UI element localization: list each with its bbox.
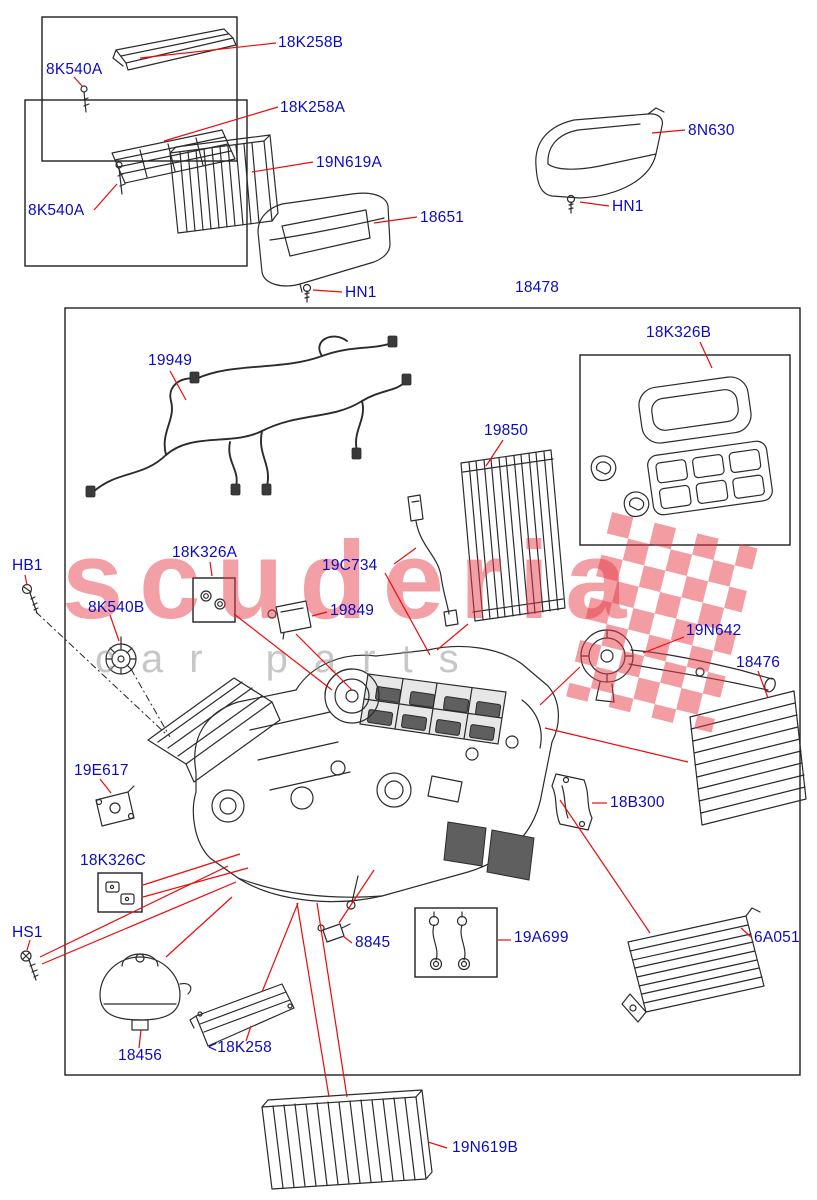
box-18K326C <box>97 872 143 913</box>
label-19E617[interactable]: 19E617 <box>74 762 129 779</box>
watermark-tagline: car parts <box>95 637 485 681</box>
part-housing-18651 <box>257 192 391 293</box>
label-18K326B[interactable]: 18K326B <box>646 324 711 341</box>
label-18651[interactable]: 18651 <box>420 209 464 226</box>
checkered-flag <box>566 512 758 733</box>
part-pin-8K540A-top <box>80 85 90 113</box>
label-18K326C[interactable]: 18K326C <box>80 852 146 869</box>
box-18K326A <box>192 577 236 623</box>
label-18K258-ref[interactable]: <18K258 <box>208 1039 272 1056</box>
label-19N619A[interactable]: 19N619A <box>316 154 382 171</box>
label-8N630[interactable]: 8N630 <box>688 122 735 139</box>
label-19849[interactable]: 19849 <box>330 602 374 619</box>
label-8K540A-top[interactable]: 8K540A <box>46 61 103 78</box>
watermark-brand: scuderia <box>62 519 642 642</box>
label-HS1[interactable]: HS1 <box>12 924 43 941</box>
part-screw-HS1 <box>20 950 39 981</box>
label-18478[interactable]: 18478 <box>515 279 559 296</box>
label-HB1[interactable]: HB1 <box>12 557 43 574</box>
label-18456[interactable]: 18456 <box>118 1047 162 1064</box>
label-18K258B[interactable]: 18K258B <box>278 34 343 51</box>
part-orings-18K326A <box>200 590 226 610</box>
box-19A699 <box>414 907 498 978</box>
part-filter-19N619A <box>169 134 279 234</box>
alignment-lines <box>35 611 171 738</box>
label-6A051[interactable]: 6A051 <box>754 929 800 946</box>
part-gasket-kit-18K326B <box>590 376 773 518</box>
label-19850[interactable]: 19850 <box>484 422 528 439</box>
part-heater-element-6A051 <box>621 907 765 1023</box>
part-clips-18K326C <box>105 881 135 905</box>
part-bolt-HB1 <box>21 583 39 614</box>
label-HN1-left[interactable]: HN1 <box>345 284 377 301</box>
part-harness-19949 <box>85 335 412 498</box>
part-number-labels: 18K258B 8K540A 18K258A 8K540A 19N619A 18… <box>12 34 800 1156</box>
label-8K540B[interactable]: 8K540B <box>88 599 144 616</box>
main-assembly-box <box>64 307 801 1076</box>
label-8845[interactable]: 8845 <box>355 934 390 951</box>
label-18476[interactable]: 18476 <box>736 654 780 671</box>
watermark: scuderia car parts <box>62 512 758 733</box>
part-frame-18K258 <box>189 983 295 1047</box>
label-19N619B[interactable]: 19N619B <box>452 1139 518 1156</box>
label-19A699[interactable]: 19A699 <box>514 929 569 946</box>
part-bracket-18B300 <box>551 773 593 831</box>
part-screw-HN1-left <box>302 283 312 303</box>
label-19C734[interactable]: 19C734 <box>322 557 378 574</box>
label-HN1-right[interactable]: HN1 <box>612 198 644 215</box>
label-8K540A-bottom[interactable]: 8K540A <box>28 202 85 219</box>
label-19N642[interactable]: 19N642 <box>686 622 742 639</box>
part-actuator-19E617 <box>95 785 135 827</box>
part-screw-HN1-right <box>566 194 576 214</box>
part-relay-19849 <box>267 600 312 640</box>
part-heater-core-18476 <box>689 690 807 826</box>
label-18K258A[interactable]: 18K258A <box>280 99 346 116</box>
label-18B300[interactable]: 18B300 <box>610 794 665 811</box>
part-cowl-8N630 <box>535 107 665 199</box>
part-evaporator-19850 <box>460 449 566 622</box>
part-grommet-8K540B <box>105 636 137 675</box>
part-pin-8K540A-bottom <box>115 161 126 195</box>
part-hoses-19A699 <box>428 911 471 971</box>
part-sensor-19C734 <box>407 494 459 627</box>
part-main-heater-unit <box>147 645 559 910</box>
leader-lines <box>24 42 769 1149</box>
part-filter-19N619B <box>261 1089 433 1190</box>
part-trim-bar-18K258B <box>112 28 237 71</box>
label-19949[interactable]: 19949 <box>148 352 192 369</box>
part-blower-motor-18456 <box>99 953 192 1031</box>
label-18K326A[interactable]: 18K326A <box>172 544 238 561</box>
